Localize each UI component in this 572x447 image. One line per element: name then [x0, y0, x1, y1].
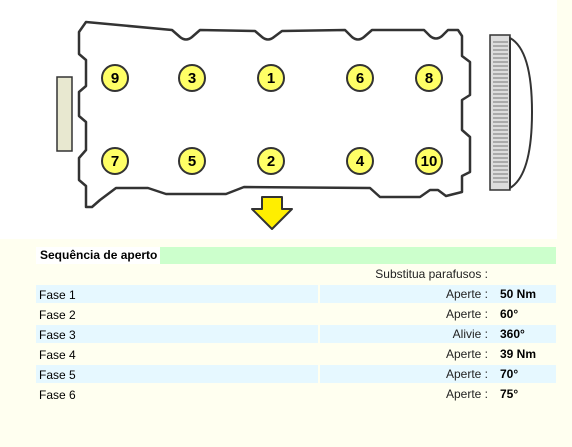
phase-label: Fase 5	[39, 368, 76, 382]
bolt-number: 5	[188, 153, 196, 170]
action-label: Aperte :	[445, 347, 488, 361]
action-label: Aperte :	[445, 287, 488, 301]
bolt-circle	[257, 64, 285, 92]
cylinder-head-diagram: 9 3 1 6 8 7 5 2 4 10	[0, 0, 557, 239]
instruction-cell: Alivie : 360°	[320, 325, 556, 343]
instruction-cell: Aperte : 39 Nm	[320, 345, 556, 363]
bolt-number: 7	[111, 153, 119, 170]
value-label: 360°	[500, 327, 525, 341]
bolts-bottom-row: 7 5 2 4 10	[101, 147, 443, 175]
table-row: Fase 4 Aperte : 39 Nm	[36, 345, 556, 363]
bolt-circle	[101, 147, 129, 175]
action-label: Alivie :	[452, 327, 488, 341]
table-row: Fase 1 Aperte : 50 Nm	[36, 285, 556, 303]
bolt-circle	[101, 64, 129, 92]
cylinder-head-drawing: 9 3 1 6 8 7 5 2 4 10	[56, 20, 534, 230]
table-row: Fase 2 Aperte : 60°	[36, 305, 556, 323]
bolt-number: 6	[356, 70, 364, 87]
bolt-number: 3	[188, 70, 196, 87]
phase-cell: Fase 2	[36, 305, 318, 323]
value-label: 50 Nm	[500, 287, 537, 301]
bolt-number: 8	[425, 70, 433, 87]
action-label: Aperte :	[445, 387, 488, 401]
table-title: Sequência de aperto	[36, 247, 160, 264]
bolt-circle	[415, 64, 443, 92]
bolt-number: 4	[356, 153, 365, 170]
phase-cell: Fase 4	[36, 345, 318, 363]
phase-label: Fase 3	[39, 328, 76, 342]
bolts-top-row: 9 3 1 6 8	[101, 64, 443, 92]
phase-cell: Fase 6	[36, 385, 318, 403]
phase-label: Fase 1	[39, 288, 76, 302]
value-label: 39 Nm	[500, 347, 537, 361]
direction-arrow	[251, 196, 293, 230]
left-side-plate	[56, 76, 73, 152]
value-label: 75°	[500, 387, 519, 401]
phase-cell: Fase 3	[36, 325, 318, 343]
flywheel-disc	[509, 36, 534, 190]
value-label: 70°	[500, 367, 519, 381]
instruction-cell: Aperte : 70°	[320, 365, 556, 383]
phase-cell: Fase 1	[36, 285, 318, 303]
substitute-label: Substitua parafusos :	[375, 267, 488, 281]
table-row: Fase 6 Aperte : 75°	[36, 385, 556, 403]
bolt-circle	[346, 64, 374, 92]
bolt-circle	[415, 147, 443, 175]
bolt-number: 10	[421, 153, 438, 170]
bolt-number: 2	[267, 153, 275, 170]
table-header-row: Sequência de aperto	[36, 247, 556, 264]
action-label: Aperte :	[445, 307, 488, 321]
action-label: Aperte :	[445, 367, 488, 381]
phase-label: Fase 4	[39, 348, 76, 362]
phase-label: Fase 6	[39, 388, 76, 402]
phase-cell: Fase 5	[36, 365, 318, 383]
bolt-circle	[178, 64, 206, 92]
instruction-cell: Aperte : 50 Nm	[320, 285, 556, 303]
bolt-circle	[257, 147, 285, 175]
flywheel-teeth	[493, 41, 508, 183]
value-label: 60°	[500, 307, 519, 321]
instruction-cell: Aperte : 60°	[320, 305, 556, 323]
table-row: Fase 3 Alivie : 360°	[36, 325, 556, 343]
bolt-number: 9	[111, 70, 119, 87]
bolt-number: 1	[267, 70, 275, 87]
table-row: Fase 5 Aperte : 70°	[36, 365, 556, 383]
bolt-circle	[346, 147, 374, 175]
instruction-cell: Aperte : 75°	[320, 385, 556, 403]
phase-label: Fase 2	[39, 308, 76, 322]
substitute-row: Substitua parafusos :	[36, 265, 556, 283]
cylinder-head-outline	[77, 20, 472, 209]
bolt-circle	[178, 147, 206, 175]
